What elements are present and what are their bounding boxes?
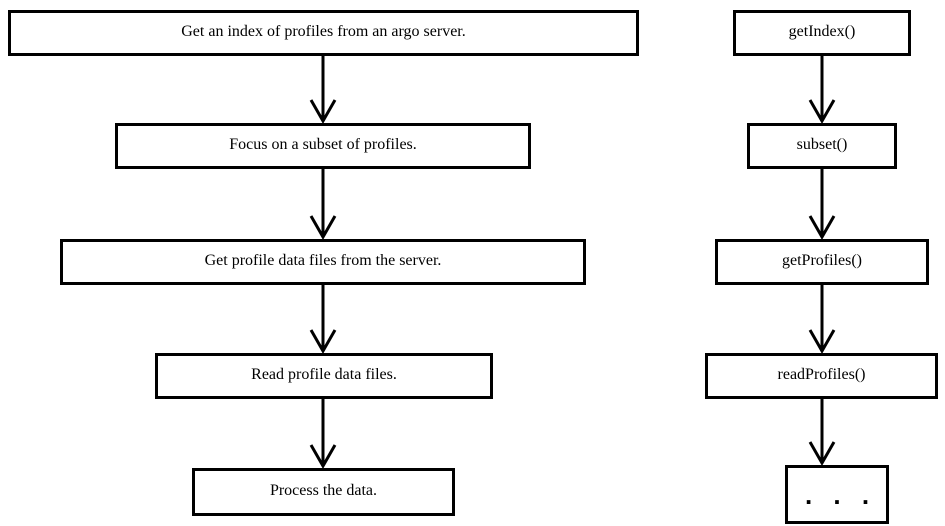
node-functions-3[interactable]: getProfiles() [715,239,929,285]
node-functions-1[interactable]: getIndex() [733,10,911,56]
arrow-steps-2 [309,169,337,241]
node-functions-4[interactable]: readProfiles() [705,353,938,399]
node-steps-4[interactable]: Read profile data files. [155,353,493,399]
node-steps-3[interactable]: Get profile data files from the server. [60,239,586,285]
node-steps-2[interactable]: Focus on a subset of profiles. [115,123,531,169]
node-label: Get an index of profiles from an argo se… [181,23,466,40]
node-steps-5[interactable]: Process the data. [192,468,455,516]
node-functions-2[interactable]: subset() [747,123,897,169]
node-label: . . . [804,479,877,510]
arrow-functions-2 [808,169,836,241]
node-label: Focus on a subset of profiles. [229,136,417,153]
arrow-functions-3 [808,285,836,355]
node-functions-5[interactable]: . . . [785,465,889,524]
node-label: Process the data. [269,482,378,499]
arrow-functions-4 [808,399,836,467]
node-label: Get profile data files from the server. [204,252,442,269]
arrow-steps-3 [309,285,337,355]
arrow-steps-1 [309,56,337,125]
node-label: getIndex() [788,23,856,40]
arrow-functions-1 [808,56,836,125]
node-label: subset() [796,136,848,153]
node-label: getProfiles() [782,252,862,269]
arrow-steps-4 [309,399,337,470]
node-label: readProfiles() [777,366,866,383]
node-label: Read profile data files. [251,366,397,383]
node-steps-1[interactable]: Get an index of profiles from an argo se… [8,10,639,56]
